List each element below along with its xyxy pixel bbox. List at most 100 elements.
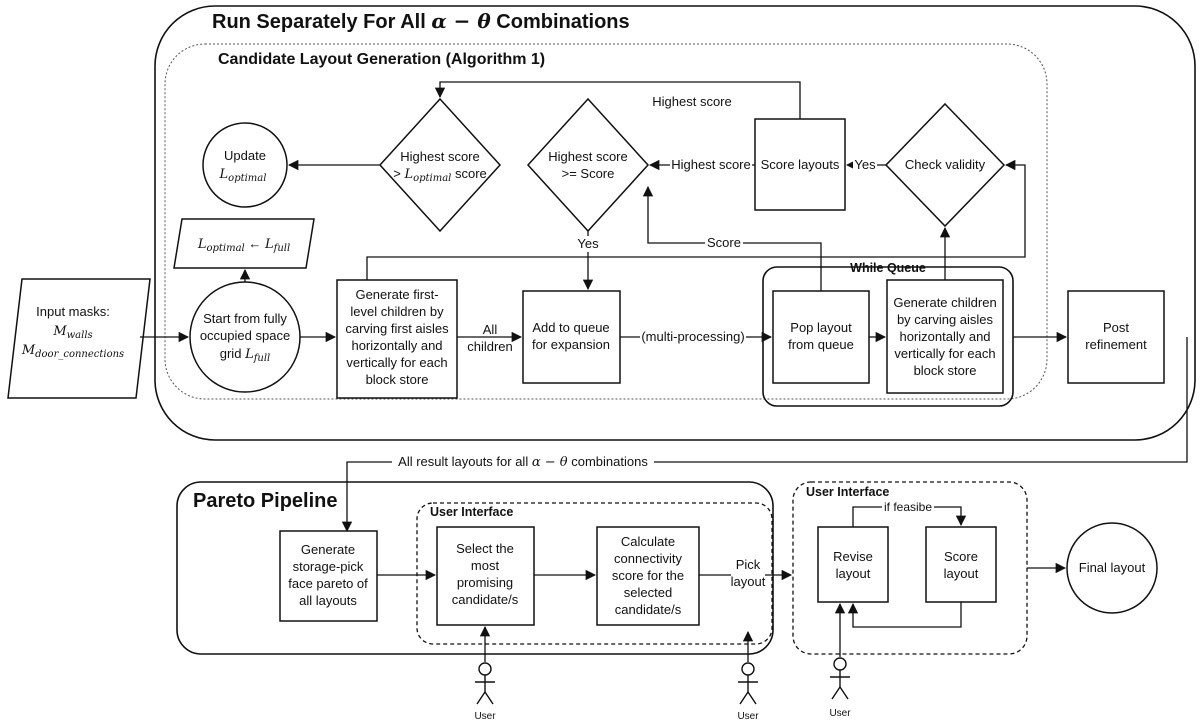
svg-text:Mdoor_connections: Mdoor_connections	[21, 343, 124, 360]
svg-text:Generate first-: Generate first-	[355, 287, 438, 302]
svg-text:Score: Score	[944, 549, 978, 564]
svg-text:refinement: refinement	[1085, 337, 1147, 352]
check-validity-node: Check validity	[884, 102, 1006, 228]
svg-text:Update: Update	[224, 148, 266, 163]
pareto-frame	[176, 481, 774, 655]
svg-text:block store: block store	[914, 363, 977, 378]
svg-text:Revise: Revise	[833, 549, 873, 564]
add-to-queue-node: Add to queue for expansion	[522, 290, 621, 384]
outer-frame-title: Run Separately For All α − θ Combination…	[212, 9, 630, 33]
decision-score-node: Highest score >= Score	[526, 97, 650, 233]
svg-text:Pop layout: Pop layout	[790, 320, 852, 335]
revise-layout-node: Revise layout	[817, 526, 889, 603]
pareto-node: Generate storage-pick face pareto of all…	[279, 530, 378, 622]
svg-text:block store: block store	[366, 372, 429, 387]
svg-text:face pareto of: face pareto of	[288, 576, 368, 591]
edge-label-score: Score	[707, 235, 741, 250]
select-candidate-node: Select the most promising candidate/s	[436, 526, 535, 626]
post-refinement-node: Post refinement	[1067, 290, 1165, 384]
svg-text:> Loptimal score: > Loptimal score	[393, 166, 487, 184]
svg-text:vertically for each: vertically for each	[346, 355, 447, 370]
score-layout-node: Score layout	[925, 526, 997, 603]
svg-text:>= Score: >= Score	[562, 166, 615, 181]
candidate-frame	[164, 43, 1048, 400]
svg-text:Score layouts: Score layouts	[761, 157, 840, 172]
svg-text:selected: selected	[624, 585, 672, 600]
svg-text:Generate: Generate	[301, 542, 355, 557]
edge-label-all: All	[483, 322, 498, 337]
edge-post-to-pareto	[341, 337, 1188, 533]
user-label-1: User	[474, 711, 496, 722]
svg-text:occupied space: occupied space	[200, 328, 290, 343]
svg-text:level children by: level children by	[350, 304, 444, 319]
svg-text:score for the: score for the	[612, 568, 684, 583]
svg-text:carving first aisles: carving first aisles	[345, 321, 449, 336]
ui-frame-2-title: User Interface	[806, 485, 889, 499]
update-optimal-node: Update Loptimal	[202, 122, 288, 208]
pareto-frame-title: Pareto Pipeline	[193, 490, 338, 512]
candidate-frame-title: Candidate Layout Generation (Algorithm 1…	[218, 51, 545, 68]
user-label-2: User	[737, 711, 759, 722]
svg-text:Mwalls: Mwalls	[52, 324, 92, 341]
edge-score-to-revise	[847, 602, 962, 628]
assign-optimal-node: Loptimal ← Lfull	[173, 218, 315, 269]
user-actor-1: User	[474, 662, 496, 722]
svg-text:by carving aisles: by carving aisles	[897, 312, 994, 327]
svg-text:Add to queue: Add to queue	[532, 320, 609, 335]
final-layout-node: Final layout	[1066, 522, 1158, 614]
svg-text:layout: layout	[836, 566, 871, 581]
edge-generate-to-validity	[366, 159, 1026, 280]
edge-label-all-results: All result layouts for all α − θ combina…	[398, 454, 648, 470]
user-label-3: User	[829, 708, 851, 719]
edge-label-pick: Pick	[736, 557, 761, 572]
svg-text:vertically for each: vertically for each	[894, 346, 995, 361]
svg-text:candidate/s: candidate/s	[615, 602, 682, 617]
svg-text:layout: layout	[944, 566, 979, 581]
svg-text:storage-pick: storage-pick	[293, 559, 364, 574]
edge-score-to-optimal	[434, 81, 801, 119]
svg-text:horizontally and: horizontally and	[899, 329, 990, 344]
edge-label-highest-score-mid: Highest score	[671, 157, 750, 172]
generate-first-level-node: Generate first- level children by carvin…	[336, 279, 458, 399]
svg-text:Loptimal: Loptimal	[219, 167, 267, 184]
start-full-node: Start from fully occupied space grid Lfu…	[189, 281, 301, 393]
outer-frame	[154, 5, 1196, 441]
decision-optimal-node: Highest score > Loptimal score	[378, 97, 502, 233]
svg-text:Highest score: Highest score	[400, 149, 479, 164]
ui-frame-1	[416, 502, 773, 645]
svg-text:Generate children: Generate children	[893, 295, 996, 310]
edge-label-if-feasible: if feasibe	[884, 500, 932, 514]
connectivity-node: Calculate connectivity score for the sel…	[596, 526, 700, 626]
svg-text:Select the: Select the	[456, 541, 514, 556]
svg-text:Check validity: Check validity	[905, 157, 986, 172]
svg-text:promising: promising	[457, 575, 513, 590]
svg-text:most: most	[471, 558, 500, 573]
user-actor-2: User	[737, 662, 759, 722]
edge-label-highest-score-top: Highest score	[652, 94, 731, 109]
score-layouts-node: Score layouts	[754, 118, 846, 211]
edge-label-layout: layout	[731, 574, 766, 589]
svg-text:Input masks:: Input masks:	[36, 304, 110, 319]
svg-text:horizontally and: horizontally and	[351, 338, 442, 353]
svg-text:Loptimal ← Lfull: Loptimal ← Lfull	[197, 236, 290, 254]
user-actor-3: User	[829, 657, 851, 719]
svg-text:Highest score: Highest score	[548, 149, 627, 164]
svg-text:Post: Post	[1103, 320, 1129, 335]
edge-label-yes-queue: Yes	[577, 236, 599, 251]
svg-text:connectivity: connectivity	[614, 551, 682, 566]
svg-text:candidate/s: candidate/s	[452, 592, 519, 607]
edge-label-yes-validity: Yes	[854, 157, 876, 172]
while-queue-title: While Queue	[850, 261, 926, 275]
pop-layout-node: Pop layout from queue	[772, 290, 870, 384]
svg-text:from queue: from queue	[788, 337, 854, 352]
svg-text:all layouts: all layouts	[299, 593, 357, 608]
svg-text:Final layout: Final layout	[1079, 560, 1146, 575]
edge-label-children: children	[467, 339, 513, 354]
svg-text:for expansion: for expansion	[532, 337, 610, 352]
input-masks-node: Input masks: Mwalls Mdoor_connections	[7, 278, 151, 399]
generate-children-node: Generate children by carving aisles hori…	[886, 279, 1004, 394]
svg-text:Start from fully: Start from fully	[203, 311, 287, 326]
svg-text:Calculate: Calculate	[621, 534, 675, 549]
edge-label-multiprocessing: (multi-processing)	[641, 329, 744, 344]
